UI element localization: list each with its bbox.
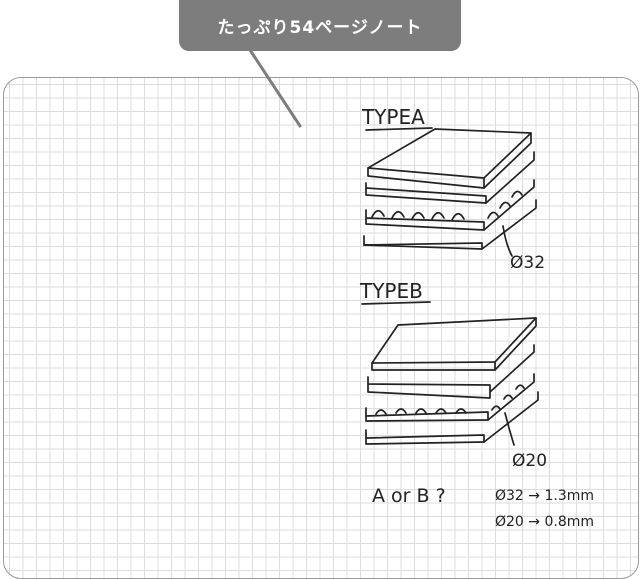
type-a-ring bbox=[431, 211, 445, 220]
type-a-top-cover-side bbox=[367, 167, 485, 189]
type-a-ring-layer bbox=[365, 179, 535, 231]
type-a-ring-size: Ø32 bbox=[510, 253, 545, 273]
type-b-top-cover-edge bbox=[494, 317, 537, 371]
sketch-overlay: TYPEA Ø32 TYPEB Ø20 A or B ? Ø32 → 1.3mm… bbox=[248, 48, 594, 530]
type-a-leader-line bbox=[502, 225, 513, 257]
type-a-top-cover bbox=[367, 128, 532, 179]
type-a-ring-layer-bottom bbox=[365, 217, 485, 231]
type-b-ring-layer bbox=[365, 373, 535, 421]
type-b-ring-layer-bottom bbox=[365, 415, 489, 422]
type-b-leader-line bbox=[504, 412, 515, 446]
type-b-ring bbox=[491, 405, 501, 411]
note-line-2: Ø20 → 0.8mm bbox=[495, 514, 594, 530]
type-a-bottom-cover-base bbox=[363, 244, 483, 250]
type-b-top-cover-side bbox=[371, 362, 496, 371]
type-a-underline bbox=[365, 127, 433, 131]
question-text: A or B ? bbox=[372, 485, 446, 507]
page-count-callout: たっぷり54ページノート bbox=[179, 0, 461, 51]
type-a-ring bbox=[451, 212, 465, 221]
type-a-sheet-layer bbox=[365, 151, 535, 204]
type-a-top-cover-edge bbox=[483, 132, 532, 189]
type-a-ring bbox=[371, 209, 385, 218]
type-a-ring bbox=[499, 201, 511, 209]
note-line-1: Ø32 → 1.3mm bbox=[495, 488, 594, 504]
type-b-sheet-layer bbox=[367, 344, 535, 393]
callout-pointer bbox=[248, 48, 302, 128]
type-a-sketch bbox=[363, 127, 537, 257]
type-b-sheet-layer-bottom bbox=[367, 383, 491, 399]
callout-label: たっぷり54ページノート bbox=[217, 18, 423, 38]
type-b-ring bbox=[455, 408, 467, 414]
type-a-bottom-cover bbox=[363, 199, 537, 250]
type-a-ring bbox=[487, 211, 499, 219]
type-b-ring bbox=[515, 384, 525, 390]
type-b-sketch bbox=[361, 301, 539, 446]
type-b-bottom-cover bbox=[365, 391, 539, 443]
type-b-ring bbox=[435, 408, 447, 414]
type-a-ring bbox=[391, 210, 405, 219]
type-a-ring bbox=[411, 211, 425, 220]
type-b-ring bbox=[395, 408, 407, 414]
type-b-underline bbox=[361, 301, 431, 305]
type-b-bottom-cover-base bbox=[365, 437, 485, 445]
type-a-sheet-layer-bottom bbox=[365, 187, 487, 204]
type-b-ring bbox=[503, 394, 513, 400]
type-b-ring bbox=[415, 408, 427, 414]
type-b-ring bbox=[375, 409, 387, 415]
type-a-ring bbox=[511, 190, 523, 198]
type-b-label: TYPEB bbox=[359, 279, 423, 303]
type-b-ring-size: Ø20 bbox=[512, 451, 547, 471]
type-b-top-cover bbox=[371, 317, 537, 364]
type-a-label: TYPEA bbox=[361, 105, 425, 129]
